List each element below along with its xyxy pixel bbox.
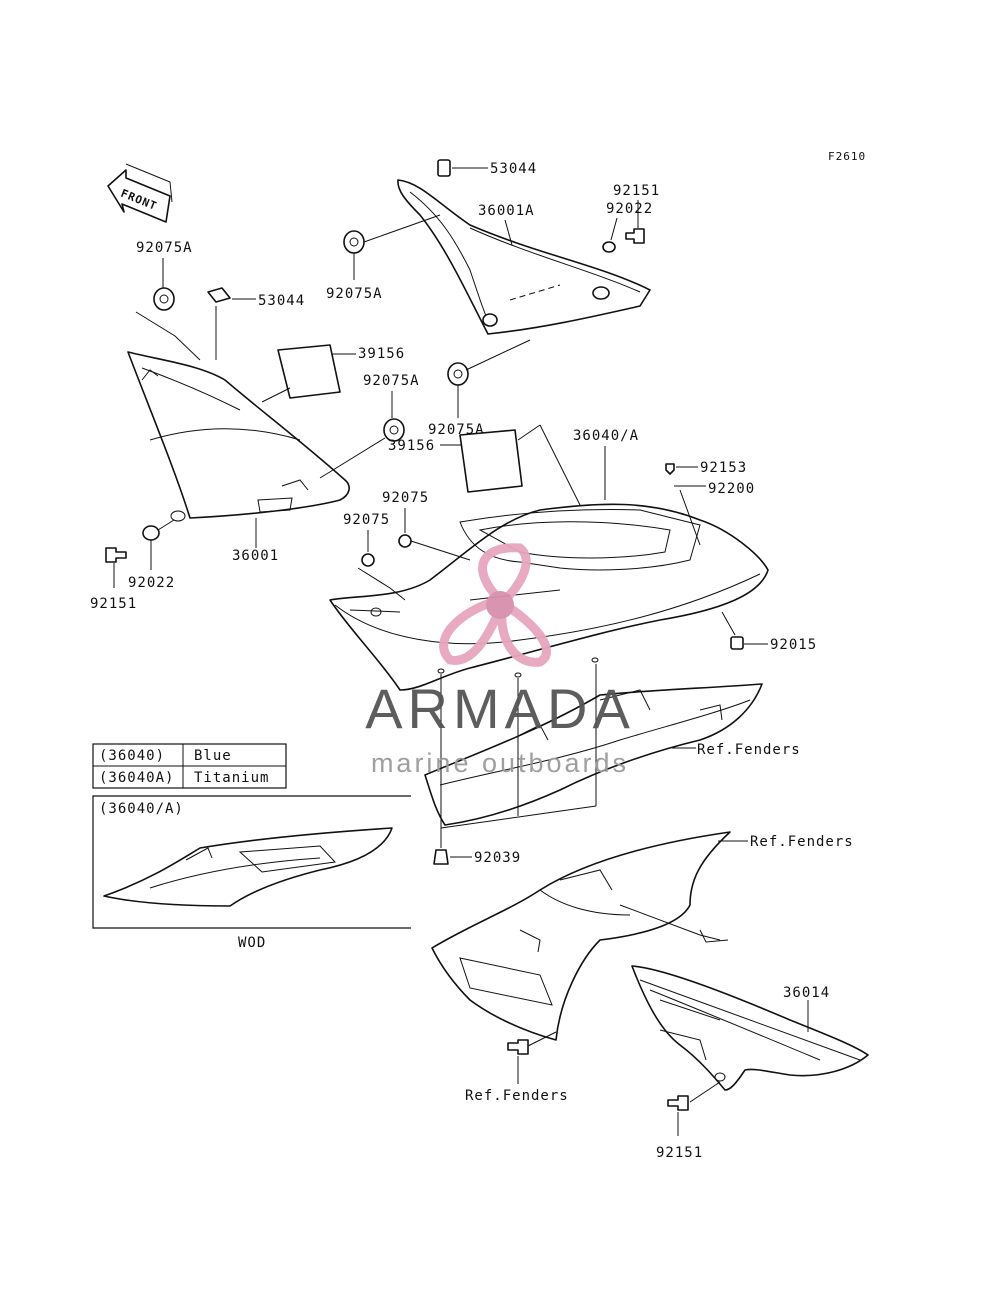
grommet-92075a-upper-left [153,287,175,311]
callout-36014: 36014 [783,985,830,1001]
inset-caption: WOD [238,935,266,951]
clip-92039 [433,849,449,865]
callout-92075a-upper-left: 92075A [136,240,193,256]
callout-92151-bottom: 92151 [656,1145,703,1161]
ref-fenders-1: Ref.Fenders [697,742,801,758]
callout-92153: 92153 [700,460,747,476]
sticker-39156-left [277,344,341,399]
callout-92015: 92015 [770,637,817,653]
bolt-92151-top [625,228,645,244]
rear-fender-ref-fenders [431,831,731,1041]
bolt-92151-bottom [667,1095,689,1111]
nut-92075-a [398,534,412,548]
pin-53044-top [437,159,451,177]
callout-53044-left: 53044 [258,293,305,309]
color-table: (36040) Blue (36040A) Titanium [92,743,287,789]
ref-fenders-2: Ref.Fenders [750,834,854,850]
callout-36001a: 36001A [478,203,535,219]
callout-92075-a: 92075 [382,490,429,506]
inset-title: (36040/A) [99,801,184,817]
callout-39156-center: 39156 [388,438,435,454]
nut-92075-b [361,553,375,567]
callout-92151-top: 92151 [613,183,660,199]
callout-36040a: 36040/A [573,428,639,444]
pin-53044-left [207,287,231,303]
front-arrow-icon: FRONT [107,163,173,223]
callout-92200: 92200 [708,481,755,497]
callout-92075a-right: 92075A [363,373,420,389]
side-cover-left-36001 [127,351,350,522]
callout-53044-top: 53044 [490,161,537,177]
color-table-code-1: (36040) [99,748,165,764]
callout-92151-left: 92151 [90,596,137,612]
under-tray-ref-fenders [424,683,763,826]
screw-92153 [665,463,675,475]
chain-cover-36014 [631,965,869,1091]
side-cover-right-36001a [397,179,651,335]
bolt-ref-fenders [507,1039,529,1055]
bolt-92151-left [105,547,127,563]
color-table-color-1: Blue [194,748,232,764]
washer-92022-left [142,525,160,541]
callout-92075a-mid: 92075A [326,286,383,302]
ref-fenders-3: Ref.Fenders [465,1088,569,1104]
watermark-tagline: marine outboards [371,748,629,778]
color-table-color-2: Titanium [194,770,269,786]
callout-92022-left: 92022 [128,575,175,591]
callout-39156-left: 39156 [358,346,405,362]
color-table-code-2: (36040A) [99,770,174,786]
armada-watermark: ARMADA marine outboards [365,543,635,778]
inset-36040a: (36040/A) WOD [92,795,411,951]
callout-92039: 92039 [474,850,521,866]
grommet-92015 [730,636,744,650]
washer-92022-right [602,241,616,253]
grommet-92075a-right [383,418,405,442]
watermark-brand: ARMADA [365,677,635,740]
figure-code: F2610 [828,150,866,163]
propeller-logo-icon [439,543,551,667]
seat-cowl-36040a [329,503,769,691]
grommet-92075a-mid [343,230,365,254]
callout-92075-b: 92075 [343,512,390,528]
callout-36001: 36001 [232,548,279,564]
callout-92022-right: 92022 [606,201,653,217]
grommet-92075a-center [447,362,469,386]
sticker-39156-center [459,429,523,493]
